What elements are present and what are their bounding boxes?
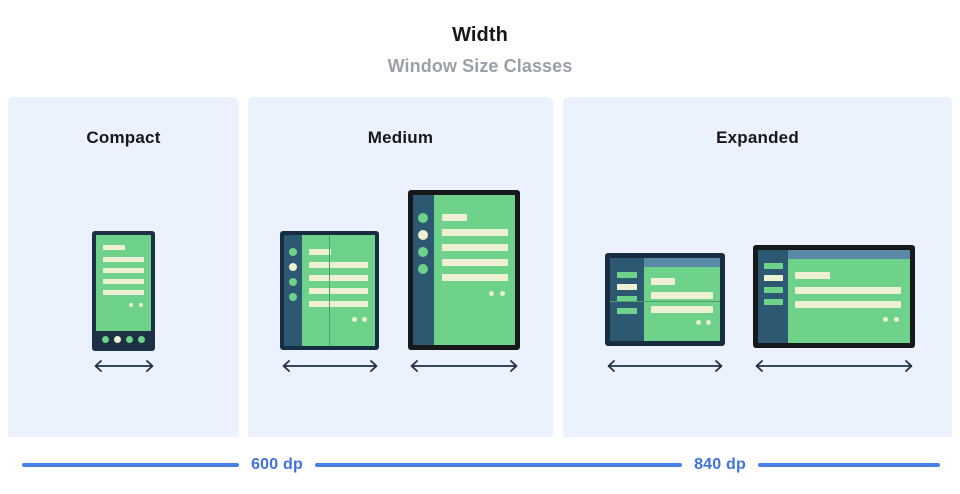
page-subtitle: Window Size Classes (387, 56, 573, 76)
phone-bottom-nav (96, 331, 151, 347)
panel-medium: Medium (248, 97, 553, 437)
rail-item (617, 296, 637, 302)
tablet-screen (413, 195, 515, 345)
content-dot (894, 317, 899, 322)
size-class-panels: Compact (0, 97, 960, 437)
panel-title-expanded: Expanded (716, 128, 799, 147)
content-bar (651, 292, 713, 299)
navigation-rail (413, 195, 434, 345)
content-bar (103, 290, 144, 295)
content-bar (309, 275, 368, 281)
content-bar (103, 245, 125, 250)
width-arrow-tablet-medium (406, 357, 522, 375)
tablet-landscape-screen (758, 250, 910, 343)
rail-item (418, 247, 428, 257)
panel-title-compact: Compact (86, 128, 161, 147)
rail-item (617, 308, 637, 314)
content-bar (795, 287, 901, 294)
header: Width Window Size Classes (0, 0, 960, 77)
breakpoint-line-right (757, 463, 941, 467)
content-dot (139, 303, 143, 307)
top-app-bar (644, 258, 720, 267)
content-bar (309, 301, 368, 307)
rail-item (764, 287, 783, 293)
breakpoint-840dp: 840 dp (500, 452, 941, 478)
content-bar (795, 272, 830, 279)
content-bar (309, 262, 368, 268)
rail-item (764, 263, 783, 269)
rail-item (289, 293, 297, 301)
rail-item (418, 213, 428, 223)
rail-item-active (418, 230, 428, 240)
breakpoint-line-left (500, 463, 683, 467)
top-app-bar (788, 250, 910, 259)
content-dot (362, 317, 367, 322)
device-foldable-landscape (605, 253, 725, 346)
breakpoint-line-right (314, 463, 533, 467)
breakpoint-line-left (22, 463, 240, 467)
rail-item (764, 299, 783, 305)
rail-item-active (764, 275, 783, 281)
navigation-rail (758, 250, 788, 343)
rail-item (289, 278, 297, 286)
breakpoint-label-840: 840 dp (694, 456, 746, 473)
content-bar (103, 257, 144, 262)
content-bar (442, 274, 508, 281)
foldable-screen (284, 235, 375, 346)
width-arrow-tablet-expanded (751, 357, 917, 375)
device-tablet-landscape (753, 245, 915, 348)
fold-line-vertical (329, 235, 330, 346)
rail-item (418, 264, 428, 274)
panel-expanded: Expanded (563, 97, 952, 437)
navigation-rail (610, 258, 644, 341)
content-bar (442, 244, 508, 251)
breakpoint-600dp: 600 dp (22, 452, 533, 478)
foldable-landscape-screen (610, 258, 720, 341)
content-dot (489, 291, 494, 296)
width-arrow-compact (90, 357, 158, 375)
content-bar (442, 229, 508, 236)
content-dot (500, 291, 505, 296)
phone-screen (96, 235, 151, 347)
fold-line-horizontal (610, 301, 720, 302)
content-dot (883, 317, 888, 322)
bottom-nav-dot-active (114, 336, 121, 343)
content-bar (309, 288, 368, 294)
panel-compact: Compact (8, 97, 239, 437)
breakpoint-label-600: 600 dp (251, 456, 303, 473)
content-bar (442, 259, 508, 266)
content-bar (795, 301, 901, 308)
content-bar (103, 268, 144, 273)
width-arrow-foldable-medium (278, 357, 382, 375)
content-dot (129, 303, 133, 307)
rail-item (617, 272, 637, 278)
device-phone-portrait (92, 231, 155, 351)
content-bar (651, 278, 675, 285)
content-bar (442, 214, 467, 221)
content-bar (309, 249, 331, 255)
content-dot (352, 317, 357, 322)
content-dot (696, 320, 701, 325)
rail-item-active (617, 284, 637, 290)
page-title: Width (452, 24, 508, 46)
content-bar (103, 279, 144, 284)
navigation-rail (284, 235, 302, 346)
rail-item (289, 248, 297, 256)
panel-title-medium: Medium (367, 128, 434, 147)
width-arrow-foldable-expanded (603, 357, 727, 375)
bottom-nav-dot (126, 336, 133, 343)
rail-item-active (289, 263, 297, 271)
bottom-nav-dot (138, 336, 145, 343)
device-foldable-portrait (280, 231, 379, 350)
bottom-nav-dot (102, 336, 109, 343)
breakpoint-scale: 600 dp 840 dp (0, 452, 960, 486)
content-dot (706, 320, 711, 325)
content-bar (651, 306, 713, 313)
device-tablet-portrait (408, 190, 520, 350)
